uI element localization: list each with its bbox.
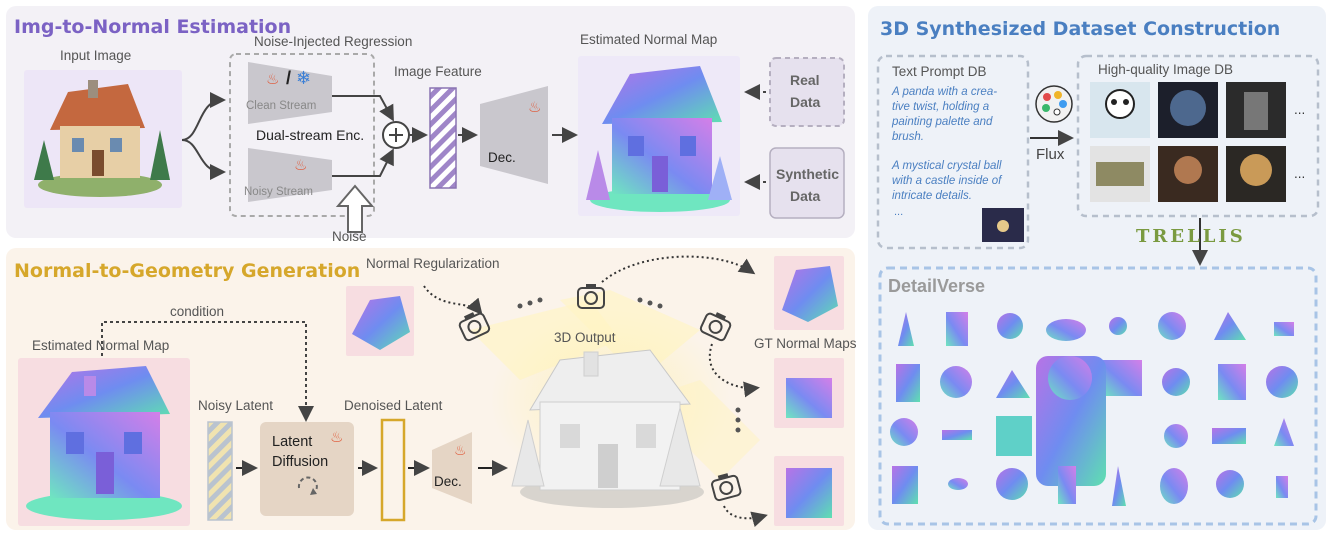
input-image-label: Input Image [60,48,132,63]
detailverse-box [878,266,1318,526]
prompt-1-line-1: A panda with a crea- [892,86,998,98]
noisy-stream-label: Noisy Stream [244,186,314,198]
top-normal-house [586,66,732,212]
fire-icon: ♨ [454,442,467,458]
camera-icon [711,473,742,502]
image-db-row1-ellipsis: ... [1294,102,1306,117]
clean-stream-shape [248,62,332,124]
prompt-ellipsis: ... [894,206,904,218]
image-db-box [1076,54,1320,218]
prompt-2-line-3: intricate details. [892,190,972,202]
prompt-1-line-3: painting palette and [892,116,993,128]
image-feature-column [429,87,457,189]
trellis-logo: TRELLIS [1136,226,1246,247]
ellipsis-dots [517,297,741,433]
bottom-decoder-shape [432,432,472,504]
noise-label: Noise [332,229,367,244]
noise-arrow [335,184,375,233]
synthetic-data-box [769,147,845,219]
bottom-normal-house [26,366,182,520]
gt-normal-maps-label: GT Normal Maps [754,336,857,351]
condition-label: condition [170,304,225,319]
real-data-label-1: Real [790,72,820,88]
fire-icon: ♨ [294,157,308,174]
divider-slash: / [286,68,292,88]
camera-icon [699,312,732,342]
regression-box [229,53,375,217]
prompt-1-line-4: brush. [892,131,924,143]
flux-label: Flux [1036,146,1065,163]
image-db-row2-ellipsis: ... [1294,166,1306,181]
refresh-icon [297,476,318,495]
noisy-stream-shape [248,148,332,202]
dataset-title: 3D Synthesized Dataset Construction [880,18,1281,40]
noisy-latent-column [207,421,233,521]
synthetic-data-label-2: Data [790,188,821,204]
prompt-2-line-2: with a castle inside of [892,175,1002,187]
img2normal-title: Img-to-Normal Estimation [14,16,292,38]
real-data-label-2: Data [790,94,821,110]
detailverse-label: DetailVerse [888,276,986,296]
real-data-box [769,57,845,127]
top-decoder-shape [480,86,548,184]
image-db-label: High-quality Image DB [1098,62,1234,77]
normal2geo-title: Normal-to-Geometry Generation [14,260,361,282]
fire-icon: ♨ [266,71,280,88]
regression-label: Noise-Injected Regression [254,34,413,49]
fire-icon: ♨ [528,99,542,116]
3d-output-label: 3D Output [554,330,616,345]
detailverse-figures [890,312,1298,506]
top-estimated-normal-label: Estimated Normal Map [580,32,718,47]
latent-diffusion-label-1: Latent [272,434,313,450]
dual-stream-label: Dual-stream Enc. [256,127,365,143]
snowflake-icon: ❄ [296,68,312,88]
top-dec-label: Dec. [488,150,516,165]
synthetic-data-label-1: Synthetic [776,166,840,182]
denoised-latent-label: Denoised Latent [344,398,443,413]
text-prompt-db-label: Text Prompt DB [892,64,987,79]
bottom-estimated-normal-label: Estimated Normal Map [32,338,170,353]
prompt-2-line-1: A mystical crystal ball [892,160,1002,172]
latent-diffusion-label-2: Diffusion [272,454,329,470]
text-prompt-db-box [876,54,1030,250]
noisy-latent-label: Noisy Latent [198,398,274,413]
normal-regularization-label: Normal Regularization [366,256,500,271]
denoised-latent-column [380,418,406,522]
bottom-dec-label: Dec. [434,474,462,489]
palette-icon [1035,85,1073,123]
fire-icon: ♨ [330,429,344,446]
camera-icon [577,284,605,309]
clean-stream-label: Clean Stream [246,100,317,112]
input-house-illustration [34,80,170,197]
image-feature-label: Image Feature [394,64,482,79]
prompt-1-line-2: tive twist, holding a [892,101,990,113]
3d-output-mesh [511,349,704,508]
latent-diffusion-box [260,422,354,516]
